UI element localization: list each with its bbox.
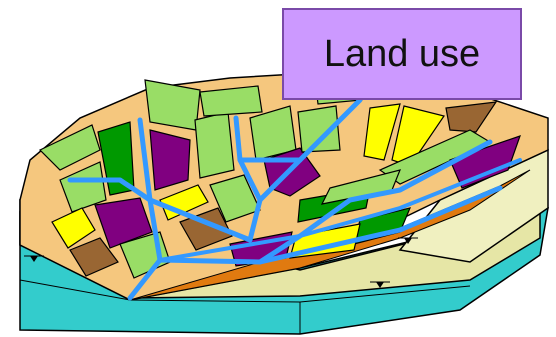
- field-parcel: [297, 105, 341, 153]
- river: [137, 117, 153, 203]
- water-level-marker-icon: [376, 282, 384, 288]
- field-parcel: [194, 111, 235, 179]
- field-parcel: [94, 197, 153, 249]
- river: [67, 177, 163, 263]
- water-level-marker-icon: [404, 238, 412, 244]
- stratum-line: [19, 279, 471, 303]
- river: [257, 157, 303, 203]
- title-box: Land use: [282, 8, 522, 100]
- field-parcel: [445, 101, 498, 133]
- field-parcel: [363, 103, 401, 161]
- river: [147, 197, 253, 243]
- field-parcel: [51, 207, 96, 249]
- field-parcel: [449, 135, 521, 189]
- title-label: Land use: [323, 32, 481, 75]
- field-parcel: [69, 237, 119, 277]
- river: [257, 139, 493, 265]
- field-parcel: [149, 129, 191, 191]
- field-parcel: [59, 161, 107, 213]
- field-parcel: [199, 85, 263, 117]
- water-level-marker-icon: [30, 256, 38, 262]
- river: [233, 115, 263, 243]
- field-parcel: [38, 124, 101, 171]
